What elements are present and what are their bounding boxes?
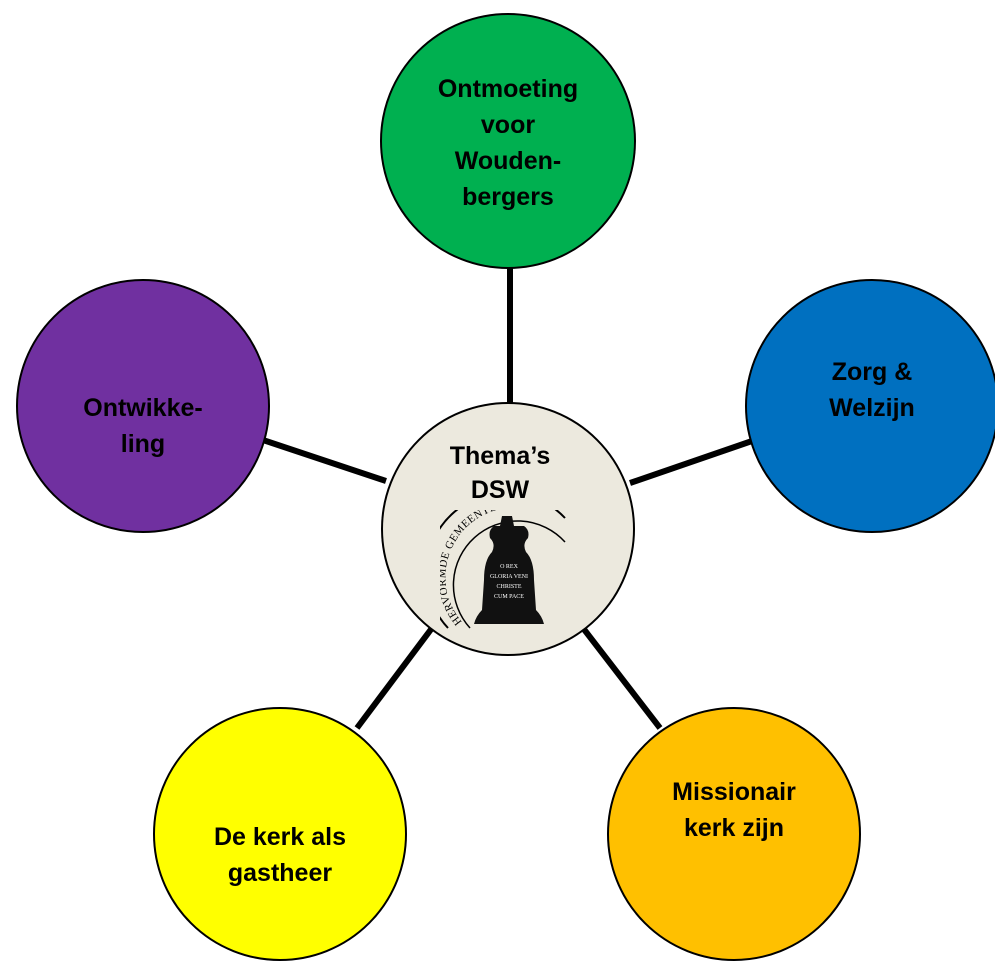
node-gastheer: [153, 707, 407, 961]
label-zorg: Zorg & Welzijn: [829, 358, 915, 422]
node-ontmoeting: [380, 13, 636, 269]
bell-line-1: O REX: [500, 564, 519, 570]
connector-ontwikkeling: [262, 437, 387, 484]
node-missionair: [607, 707, 861, 961]
connector-gastheer: [354, 626, 435, 730]
bell-line-2: GLORIA VENI: [490, 574, 528, 580]
center-title: Thema’s DSW: [449, 441, 551, 504]
connector-missionair: [580, 626, 663, 730]
connector-zorg: [629, 438, 753, 486]
bell-line-3: CHRISTE: [496, 584, 521, 590]
label-missionair: Missionair kerk zijn: [672, 778, 796, 842]
bell-line-4: CUM PACE: [494, 594, 524, 600]
node-ontwikkeling: [16, 279, 270, 533]
label-gastheer: De kerk als gastheer: [213, 823, 347, 887]
label-ontmoeting: Ontmoeting voor Wouden- bergers: [437, 74, 579, 211]
label-ontwikkeling: Ontwikke- ling: [83, 394, 203, 458]
node-zorg: [745, 279, 995, 533]
seal-logo-graphic: HERVORMDE GEMEENTE WO O REX GLORIA VENI …: [440, 510, 566, 629]
seal-logo: HERVORMDE GEMEENTE WO O REX GLORIA VENI …: [440, 510, 566, 629]
